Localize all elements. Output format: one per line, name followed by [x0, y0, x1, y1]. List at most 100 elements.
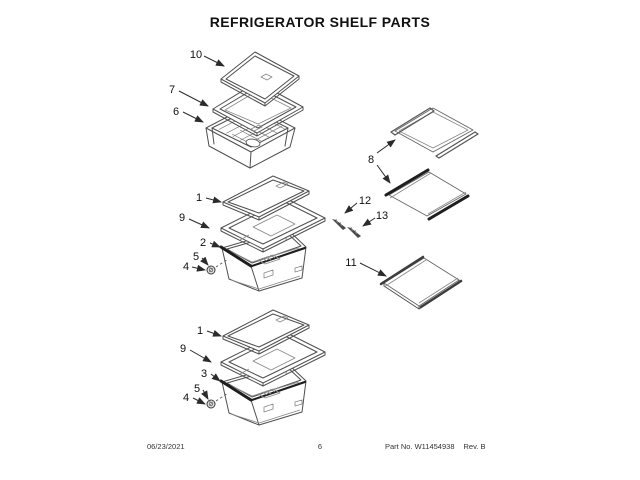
screw-head-inner [208, 401, 214, 407]
callout-4-middle: 4 [183, 261, 206, 273]
glass-shelf-1-bottom-drawing [222, 309, 310, 355]
callout-5-bottom-leader [201, 389, 209, 400]
callout-1-bottom: 1 [197, 325, 222, 337]
callout-10-label: 10 [190, 49, 202, 61]
callout-4-middle-leader [191, 264, 206, 272]
shelf-glass [388, 171, 467, 217]
callout-6-leader [182, 111, 204, 123]
callout-4-middle-label: 4 [183, 261, 189, 273]
callout-1-middle-label: 1 [196, 192, 202, 204]
pin-threads [335, 218, 342, 227]
screw-head-ribs [207, 265, 215, 274]
screw-leader-dashed [215, 258, 229, 268]
callout-7-label: 7 [169, 84, 175, 96]
callout-9-bottom-leader [189, 349, 212, 363]
frame-center-opening [239, 348, 296, 375]
drawer-trim-front [219, 245, 253, 268]
shelf-rail-back-edge [383, 259, 427, 288]
callout-5-middle-leader [200, 256, 209, 266]
glass-outline [220, 51, 300, 104]
drawer-trim-side [251, 247, 306, 267]
screw-4-5-bottom-drawing [206, 392, 229, 409]
slide-shelf-8-upper-drawing [390, 107, 479, 159]
callout-7: 7 [169, 84, 209, 107]
callout-9-bottom: 9 [180, 343, 212, 363]
drawer-trim-front [219, 379, 253, 402]
drawer-front-handle [263, 399, 303, 413]
glass-lines [222, 179, 310, 221]
callout-1-middle-leader [205, 196, 222, 204]
glass-lines [222, 313, 310, 355]
glass-shelf-1-middle-drawing [222, 175, 310, 221]
glass-insert-10-drawing [220, 51, 300, 107]
shelf-glass [383, 257, 460, 307]
mounting-pin-12-drawing [332, 218, 346, 230]
screw-leader-dashed [215, 392, 229, 402]
callout-12-label: 12 [359, 195, 371, 207]
callout-5-middle: 5 [193, 251, 209, 266]
screw-4-5-middle-drawing [206, 258, 229, 275]
shelf-rail-front [427, 194, 470, 221]
callout-2-leader [209, 240, 221, 248]
glass-lines [220, 55, 300, 107]
shelf-rail-front-edge [427, 191, 467, 215]
callout-8: 8 [368, 139, 396, 184]
frame-lines [212, 86, 304, 137]
shelf-rail-back [379, 255, 425, 286]
pin-body [332, 219, 346, 230]
callout-6: 6 [173, 106, 204, 123]
shelf-rail-back [384, 168, 430, 197]
callout-7-leader [178, 90, 209, 107]
callout-8-leader-lower [376, 164, 391, 184]
drawer-floor-vent [257, 254, 281, 265]
shelf-rail-back-edge [389, 172, 432, 199]
slide-shelf-8-lower-drawing [384, 168, 470, 221]
drawer-floor-vent [257, 388, 281, 399]
page-title: REFRIGERATOR SHELF PARTS [209, 14, 431, 30]
drawer-trim-side [251, 381, 306, 401]
callout-3: 3 [201, 368, 221, 382]
callout-9-bottom-label: 9 [180, 343, 186, 355]
callout-8-leader-upper [376, 139, 396, 154]
callout-10-leader [203, 55, 225, 67]
glass-sticker [275, 315, 289, 323]
drawer-front-handle [263, 265, 303, 279]
flat-shelf-11-drawing [379, 255, 463, 310]
bin-floor-cutout [245, 138, 261, 148]
callout-5-middle-label: 5 [193, 251, 199, 263]
callout-1-bottom-label: 1 [197, 325, 203, 337]
callout-6-label: 6 [173, 106, 179, 118]
callout-11: 11 [345, 257, 387, 277]
screw-head-inner [208, 267, 214, 273]
footer-part-number: Part No. W11454938 [385, 442, 455, 451]
callout-13-leader [362, 217, 376, 227]
shelf-rail-front [435, 131, 479, 159]
callout-10: 10 [190, 49, 225, 67]
callout-8-label: 8 [368, 154, 374, 166]
callout-3-leader [210, 373, 221, 382]
mounting-pin-13-drawing [347, 226, 361, 238]
callout-13: 13 [362, 210, 388, 227]
callout-11-leader [359, 262, 387, 277]
callout-5-bottom: 5 [194, 383, 209, 400]
callout-1-bottom-leader [206, 330, 222, 337]
footer-page-number: 6 [317, 442, 323, 451]
glass-sticker [275, 181, 289, 189]
frame-glass-edge [224, 90, 292, 132]
callout-4-bottom-leader [192, 397, 206, 405]
callout-12: 12 [344, 195, 371, 214]
shelf-rail-front [419, 279, 463, 309]
callout-12-leader [344, 202, 358, 214]
screw-head-ribs [207, 399, 215, 408]
footer-part-info: Part No. W11454938 Rev. B [385, 442, 494, 451]
shelf-rail-front-edge [418, 277, 459, 304]
callout-9-middle-leader [188, 218, 210, 229]
shelf-rail-back [390, 107, 435, 136]
glass-center-mark [260, 73, 273, 81]
callout-9-middle-label: 9 [179, 212, 185, 224]
callout-1-middle: 1 [196, 192, 222, 204]
pin-body [347, 227, 361, 238]
footer-revision: Rev. B [463, 442, 486, 451]
